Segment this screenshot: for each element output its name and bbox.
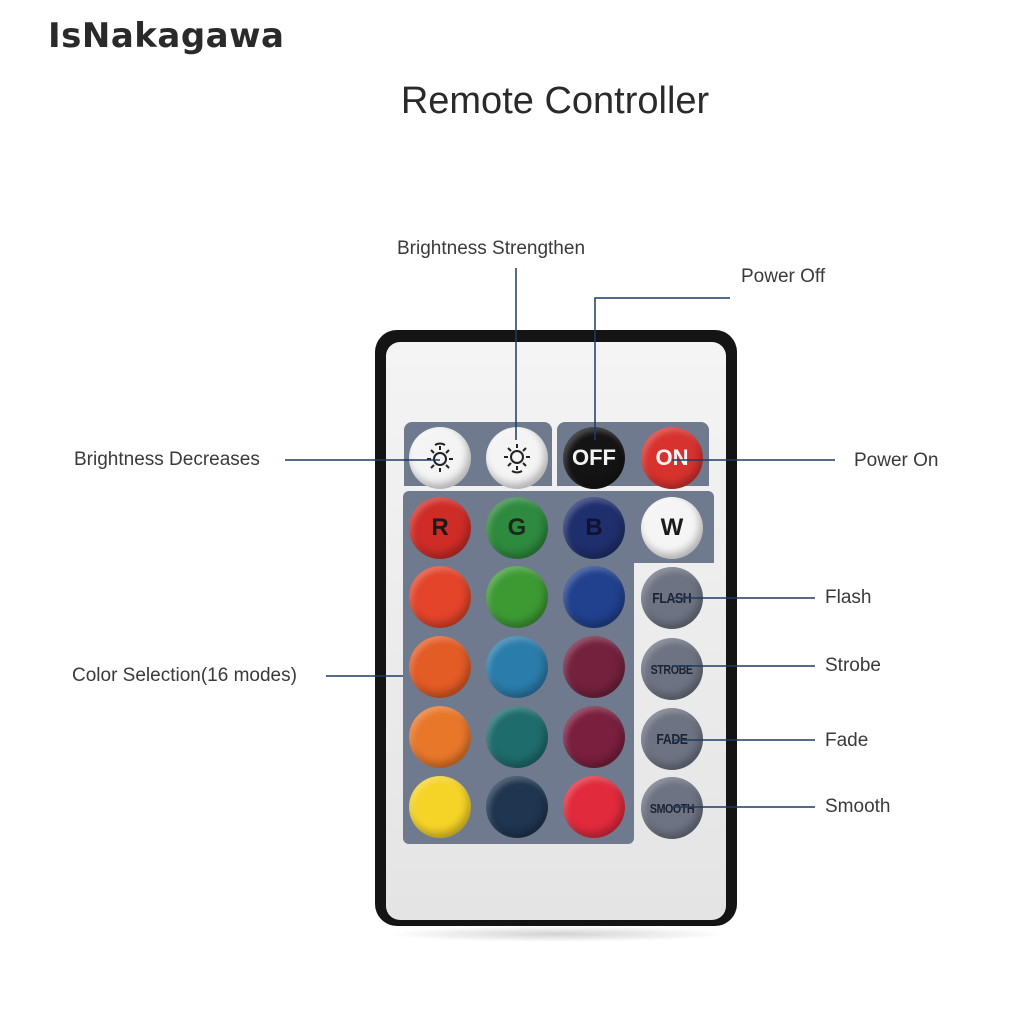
remote-shadow [385, 926, 729, 942]
color-button[interactable] [409, 636, 471, 698]
label-smooth: Smooth [825, 796, 891, 817]
brightness-decrease-button[interactable] [409, 427, 471, 489]
callout-power-off [594, 297, 730, 440]
sun-up-icon [504, 444, 530, 474]
color-button[interactable] [486, 776, 548, 838]
label-color-selection: Color Selection(16 modes) [72, 665, 297, 686]
color-button[interactable] [563, 776, 625, 838]
label-flash: Flash [825, 587, 872, 608]
color-button[interactable] [409, 776, 471, 838]
label-power-off: Power Off [741, 266, 826, 287]
color-button[interactable] [563, 636, 625, 698]
color-button[interactable] [563, 566, 625, 628]
brand-watermark: IsNakagawa [48, 16, 285, 56]
sun-down-icon [427, 442, 453, 472]
color-button[interactable] [409, 566, 471, 628]
color-button[interactable] [563, 706, 625, 768]
color-button[interactable] [409, 706, 471, 768]
label-strobe: Strobe [825, 655, 881, 676]
label-brightness-strengthen: Brightness Strengthen [397, 238, 586, 259]
label-brightness-decreases: Brightness Decreases [74, 449, 260, 470]
label-power-on: Power On [854, 450, 939, 471]
page-title: Remote Controller [400, 80, 710, 122]
color-button[interactable] [486, 566, 548, 628]
brightness-increase-button[interactable] [486, 427, 548, 489]
label-fade: Fade [825, 730, 869, 751]
color-button[interactable] [486, 636, 548, 698]
color-button[interactable] [486, 706, 548, 768]
